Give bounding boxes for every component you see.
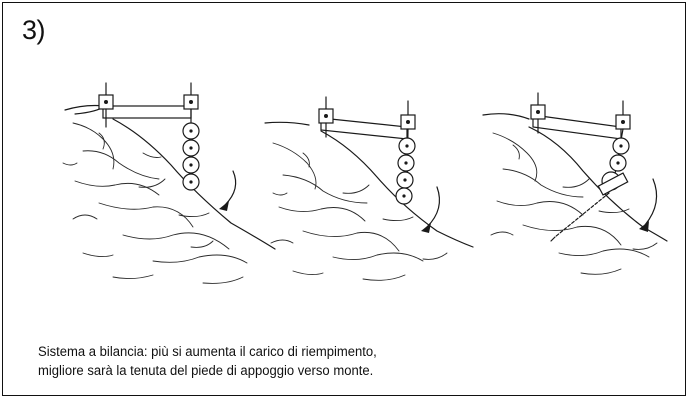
left-post xyxy=(318,96,334,138)
anchor-stake xyxy=(550,172,629,242)
caption-line-2: migliore sarà la tenuta del piede di app… xyxy=(38,363,374,379)
beam xyxy=(320,117,408,140)
panel-1 xyxy=(62,82,276,284)
rotation-arrow xyxy=(421,186,440,233)
left-post xyxy=(98,82,114,128)
panel-2 xyxy=(264,96,474,281)
filling-bags xyxy=(395,137,416,205)
beam xyxy=(102,105,192,119)
slope-sketch xyxy=(62,104,276,284)
panel-3 xyxy=(482,92,668,275)
step-number: 3) xyxy=(22,15,46,45)
left-post xyxy=(530,92,546,134)
rotation-arrow xyxy=(219,170,237,211)
slope-sketch xyxy=(482,113,668,275)
balance-system-illustration xyxy=(62,82,668,284)
filling-bags xyxy=(182,122,200,191)
figure-caption: Sistema a bilancia: più si aumenta il ca… xyxy=(38,343,553,381)
rotation-arrow xyxy=(639,178,658,232)
beam xyxy=(532,114,622,140)
figure-frame: 3) xyxy=(2,2,686,396)
slope-sketch xyxy=(264,121,474,281)
caption-line-1: Sistema a bilancia: più si aumenta il ca… xyxy=(38,344,377,360)
